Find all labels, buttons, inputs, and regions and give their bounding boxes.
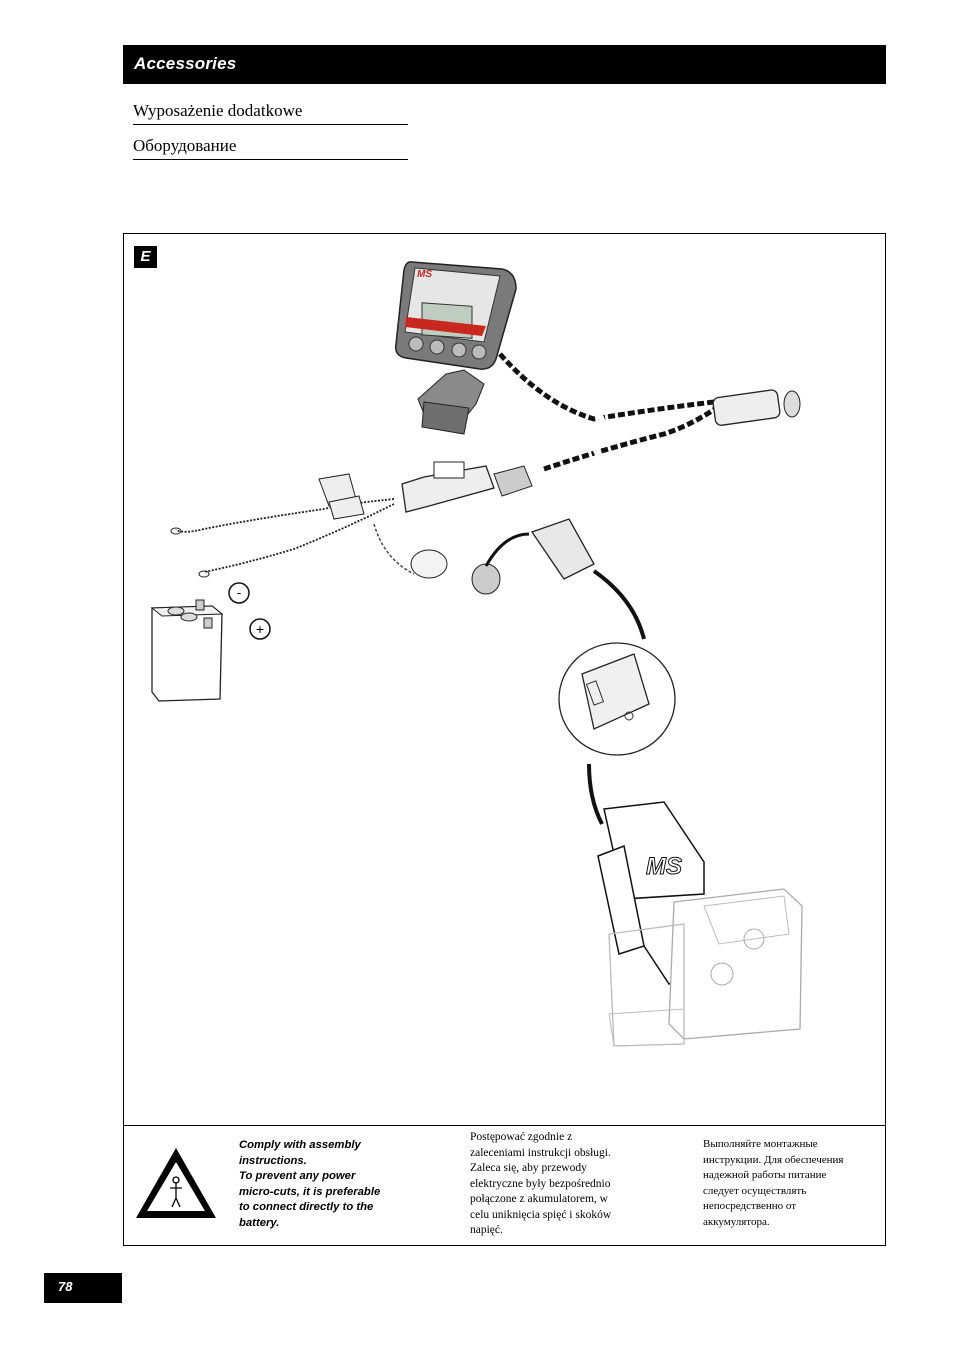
note-line: micro-cuts, it is preferable bbox=[239, 1185, 381, 1198]
note-line: To prevent any power bbox=[239, 1170, 356, 1182]
minus-label: - bbox=[237, 585, 241, 600]
note-line: следует осуществлять bbox=[703, 1184, 807, 1197]
section-title: Accessories bbox=[134, 54, 237, 73]
note-line: Zaleca się, aby przewody bbox=[470, 1162, 587, 1174]
junction-box bbox=[558, 642, 676, 756]
note-line: Postępować zgodnie z bbox=[470, 1131, 573, 1143]
note-line: Выполняйте монтажные bbox=[703, 1138, 818, 1150]
monitor-logo: MS bbox=[417, 269, 432, 280]
battery bbox=[150, 599, 224, 702]
control-monitor: MS bbox=[394, 261, 517, 435]
subtitle-russian: Оборудование bbox=[133, 136, 408, 160]
page-number-box: 78 bbox=[44, 1273, 122, 1303]
power-plug bbox=[471, 518, 595, 595]
minus-icon bbox=[228, 582, 250, 604]
figure-divider bbox=[124, 1125, 885, 1126]
note-line: elektryczne były bezpośrednio bbox=[470, 1177, 611, 1190]
page-number: 78 bbox=[58, 1279, 73, 1294]
gearbox bbox=[608, 888, 803, 1047]
note-line: аккумулятора. bbox=[703, 1215, 770, 1228]
warning-triangle-icon bbox=[136, 1148, 216, 1218]
note-line: инструкции. Для обеспечения bbox=[703, 1153, 844, 1166]
note-line: zaleceniami instrukcji obsługi. bbox=[470, 1146, 611, 1159]
plus-label: + bbox=[256, 621, 264, 637]
bracket-logo: MS bbox=[646, 853, 682, 880]
inline-connector bbox=[401, 461, 533, 513]
note-line: to connect directly to the bbox=[239, 1201, 374, 1213]
wiring-illustration: MS bbox=[150, 261, 803, 1047]
note-polish: Postępować zgodnie z zaleceniami instruk… bbox=[470, 1130, 645, 1239]
note-english: Comply with assembly instructions. To pr… bbox=[239, 1138, 409, 1231]
note-line: Comply with assembly bbox=[239, 1139, 361, 1151]
figure-label: E bbox=[134, 246, 157, 268]
note-line: połączone z akumulatorem, w bbox=[470, 1193, 608, 1205]
sensor-bracket: MS bbox=[597, 801, 705, 985]
round-connector bbox=[712, 389, 801, 426]
note-russian: Выполняйте монтажные инструкции. Для обе… bbox=[703, 1137, 878, 1230]
note-line: napięć. bbox=[470, 1224, 503, 1236]
figure-box: E MS bbox=[123, 233, 886, 1246]
header-bar: Accessories bbox=[123, 45, 886, 84]
note-line: непосредственно от bbox=[703, 1200, 797, 1212]
note-line: celu uniknięcia spięć i skoków bbox=[470, 1208, 612, 1221]
note-line: battery. bbox=[239, 1216, 280, 1229]
note-line: надежной работы питание bbox=[703, 1169, 827, 1181]
note-line: instructions. bbox=[239, 1154, 307, 1167]
subtitle-polish: Wyposażenie dodatkowe bbox=[133, 101, 408, 125]
plus-icon bbox=[249, 618, 271, 640]
